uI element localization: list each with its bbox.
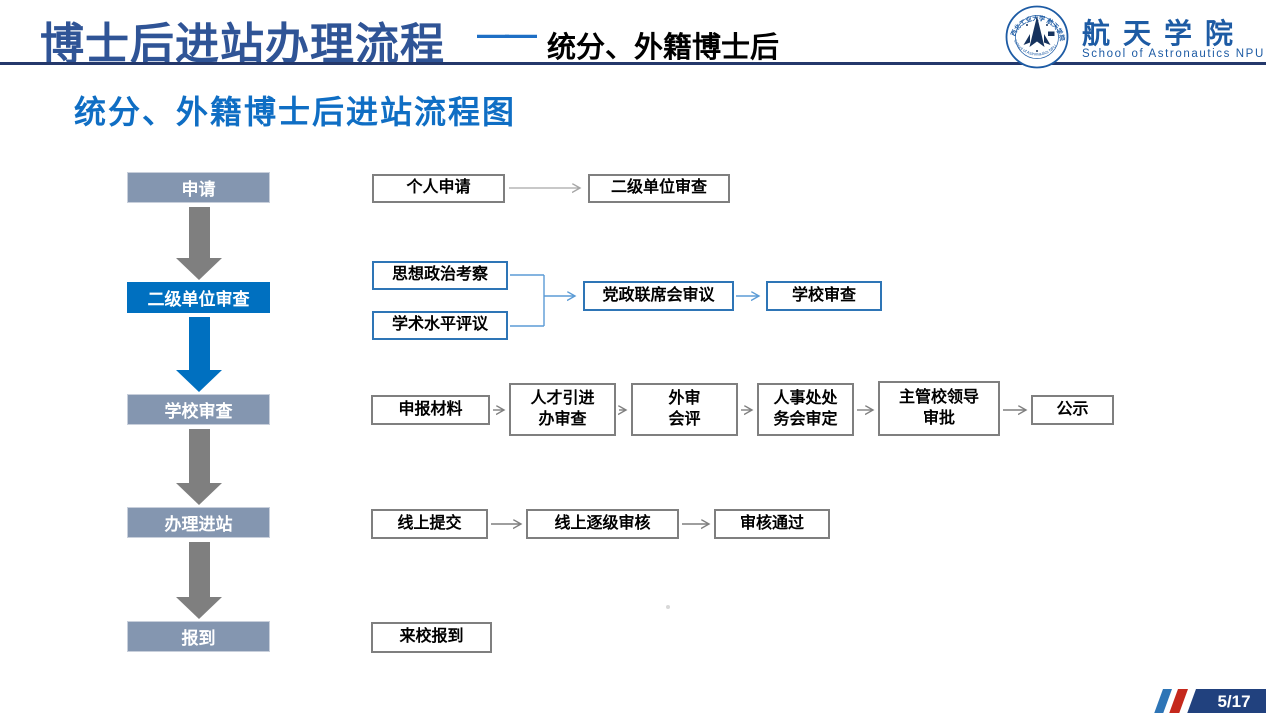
flow-box-publicity: 公示 (1031, 395, 1114, 425)
title-dash: —— (477, 16, 537, 52)
page-number: 5/17 (1217, 692, 1251, 711)
flow-box-online-submit: 线上提交 (371, 509, 488, 539)
flow-box-political-review: 思想政治考察 (372, 261, 508, 290)
down-arrow-icon (176, 429, 222, 505)
down-arrow-icon-active (176, 317, 222, 392)
page-title-suffix: 统分、外籍博士后 (547, 32, 780, 64)
stray-dot (666, 605, 670, 609)
flow-box-online-review: 线上逐级审核 (526, 509, 679, 539)
stage-report: 报到 (127, 621, 270, 652)
flow-box-unit-review: 二级单位审查 (588, 174, 730, 203)
flow-box-application-materials: 申报材料 (371, 395, 490, 425)
down-arrow-icon (176, 207, 222, 280)
school-emblem-icon: 西北工业大学 航天学院 School of Astronautics NPU (1005, 5, 1069, 69)
flow-box-external-review: 外审 会评 (631, 383, 738, 436)
flow-box-school-review: 学校审查 (766, 281, 882, 311)
emblem-rocket-icon (1029, 16, 1045, 47)
flow-box-leader-approval: 主管校领导 审批 (878, 381, 1000, 436)
stage-apply: 申请 (127, 172, 270, 203)
flow-box-personal-application: 个人申请 (372, 174, 505, 203)
school-name-cn: 航天学院 (1082, 19, 1247, 50)
section-subtitle: 统分、外籍博士后进站流程图 (74, 94, 517, 130)
merge-connector (510, 274, 545, 327)
flow-box-joint-meeting: 党政联席会审议 (583, 281, 734, 311)
stage-school-review: 学校审查 (127, 394, 270, 425)
header-divider (0, 62, 1266, 65)
flow-box-review-passed: 审核通过 (714, 509, 830, 539)
flow-box-hr-committee: 人事处处 务会审定 (757, 383, 854, 436)
flow-box-academic-appraisal: 学术水平评议 (372, 311, 508, 340)
stage-unit-review: 二级单位审查 (127, 282, 270, 313)
school-name-en: School of Astronautics NPU (1082, 48, 1265, 60)
stage-entry: 办理进站 (127, 507, 270, 538)
footer-stripe-red (1169, 689, 1188, 713)
flow-box-talent-office-review: 人才引进 办审查 (509, 383, 616, 436)
flow-box-arrive-report: 来校报到 (371, 622, 492, 653)
page-title: 博士后进站办理流程 (40, 20, 445, 69)
down-arrow-icon (176, 542, 222, 619)
